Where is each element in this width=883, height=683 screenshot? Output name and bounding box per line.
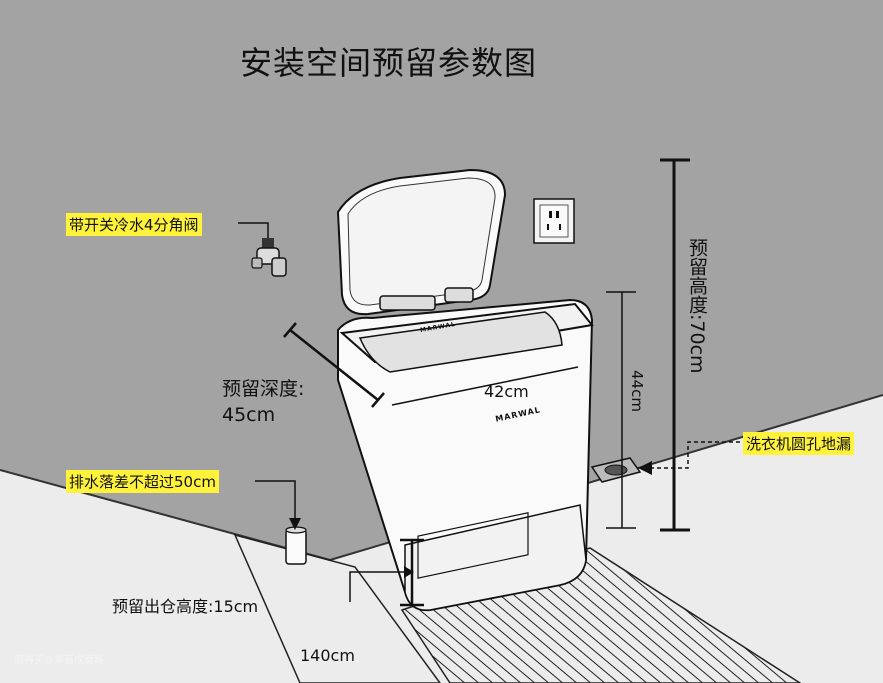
drain-pipe-icon xyxy=(285,526,307,565)
valve-label: 带开关冷水4分角阀 xyxy=(66,213,202,236)
watermark: 值得买@果苗成管路 xyxy=(14,655,104,666)
floor-drain-leader-line xyxy=(650,441,740,469)
machine-base-opening xyxy=(404,504,587,611)
drain-leader-line xyxy=(255,480,296,520)
base-height-dimension xyxy=(349,538,424,607)
depth-dimension xyxy=(283,322,385,408)
arrow-left-icon xyxy=(638,461,652,475)
wall-socket-icon xyxy=(533,198,575,244)
floor-width-label: 140cm xyxy=(300,646,355,665)
lid-hinge-right xyxy=(444,287,474,303)
base-grid xyxy=(417,512,529,579)
arrow-right-icon xyxy=(404,566,414,578)
base-height-label: 预留出仓高度:15cm xyxy=(112,597,259,616)
angle-valve-icon xyxy=(251,238,287,277)
machine-inner-tub xyxy=(358,311,563,373)
lid-hinge-left xyxy=(379,295,436,311)
depth-value: 45cm xyxy=(222,404,276,426)
floor-drain-label: 洗衣机圆孔地漏 xyxy=(743,432,855,455)
drain-arrow-icon xyxy=(289,518,301,530)
width-label: 42cm xyxy=(484,382,529,401)
reserved-height-label: 预留高度:70cm xyxy=(686,238,708,374)
drain-drop-label: 排水落差不超过50cm xyxy=(66,470,219,493)
inner-height-dimension xyxy=(606,291,636,529)
width-dimension xyxy=(391,366,579,406)
valve-leader-line xyxy=(238,222,269,238)
depth-label: 预留深度: xyxy=(222,378,305,400)
machine-lid-inner xyxy=(347,177,496,306)
floor-reserved-area xyxy=(233,533,441,683)
reserved-height-dimension xyxy=(660,158,690,532)
diagram-title: 安装空间预留参数图 xyxy=(240,44,538,82)
inner-height-label: 44cm xyxy=(628,370,646,412)
